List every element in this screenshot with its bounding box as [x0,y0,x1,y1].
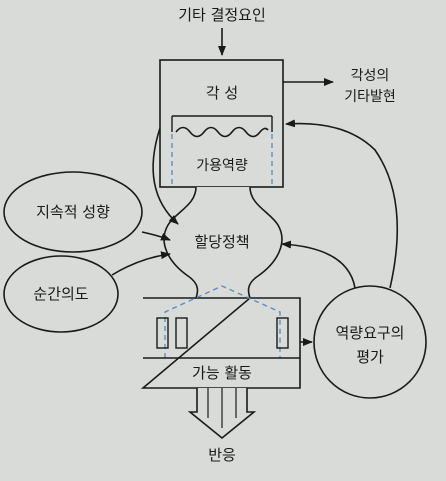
intention-label: 순간의도 [33,285,88,303]
activity-slot-2 [175,317,188,349]
activities-label: 가능 활동 [192,364,252,382]
evaluation-circle [313,285,427,399]
allocation-policy-shape [163,186,283,299]
disposition-ellipse [3,171,143,253]
capacity-label: 가용역량 [196,158,248,174]
disposition-arrow [141,231,171,241]
other-manifestation-line2: 기타발현 [344,89,396,105]
activity-slot-1 [156,317,169,349]
evaluation-line1: 역량요구의 [335,324,404,342]
activities-dashed [164,285,281,358]
activity-slot-3 [276,317,289,349]
capacity-wave [175,126,269,138]
evaluation-to-allocation-arrow [281,240,356,289]
evaluation-line2: 평가 [356,348,384,366]
capacity-to-allocation-arrow [152,127,179,225]
arousal-title: 각 성 [206,84,238,102]
evaluation-to-arousal-arrow [285,119,399,289]
intention-arrow [111,251,171,276]
disposition-label: 지속적 성향 [36,203,110,221]
other-manifestation-line1: 각성의 [351,68,390,84]
other-determinants-label: 기타 결정요인 [178,6,266,24]
allocation-policy-label: 할당정책 [194,233,249,251]
intention-ellipse [3,255,119,333]
response-label: 반응 [208,446,236,464]
